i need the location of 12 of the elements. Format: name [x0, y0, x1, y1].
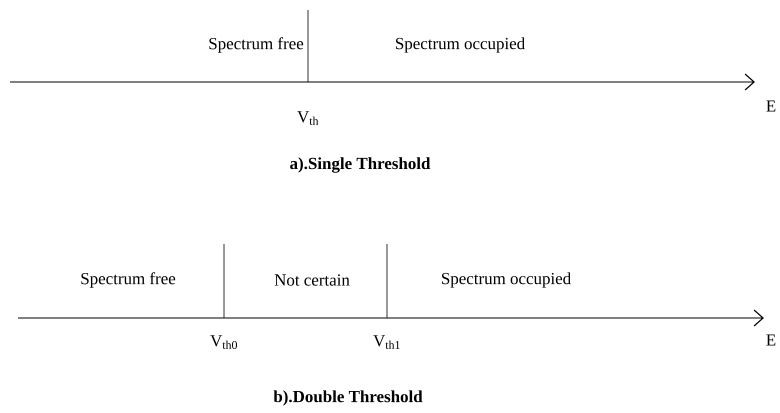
panel-title: b).Double Threshold [274, 390, 422, 406]
threshold-label: V$_{th}$ [297, 111, 318, 125]
panel-title: a).Single Threshold [290, 157, 430, 173]
threshold-label: V$_{th1}$ [373, 335, 400, 349]
region-label: Spectrum free [209, 37, 304, 53]
region-label: Not certain [274, 274, 350, 286]
region-label: Spectrum free [81, 272, 176, 288]
axis-label: E [766, 100, 776, 112]
threshold-label: V$_{th0}$ [210, 335, 237, 349]
axis-label: E [766, 334, 776, 346]
region-label: Spectrum occupied [396, 37, 525, 53]
region-label: Spectrum occupied [442, 272, 571, 288]
